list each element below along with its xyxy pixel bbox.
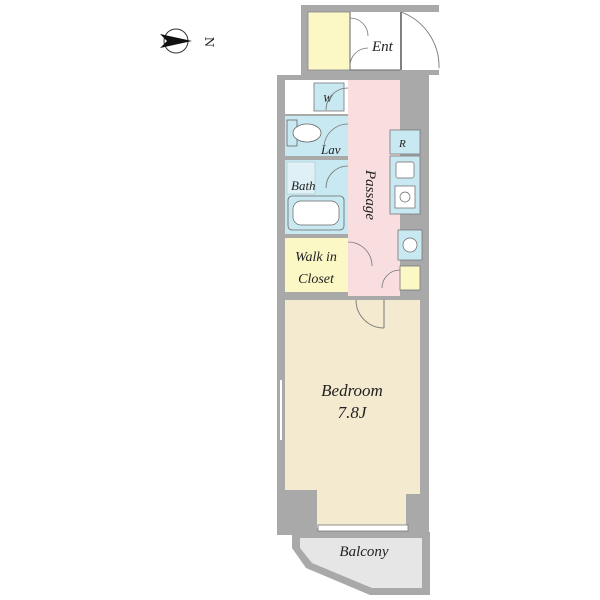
bedroom-alcove-right: [406, 494, 420, 528]
label-closet-line1: Walk in: [295, 250, 337, 265]
label-entrance: Ent: [371, 39, 394, 55]
balcony-area: Balcony: [292, 532, 430, 595]
washer-door-swing: [325, 87, 349, 111]
label-refrigerator: R: [398, 138, 406, 150]
bath-area: Bath: [285, 160, 349, 234]
lavatory-area: Lav: [285, 116, 349, 157]
burner-icon: [399, 191, 411, 203]
entrance-door-gap: [400, 12, 439, 70]
bedroom-door-swing: [355, 299, 385, 329]
kitchen-area: R: [381, 129, 423, 291]
compass-label: N: [202, 37, 216, 48]
bath-door-swing: [325, 165, 349, 189]
bedroom-area: Bedroom 7.8J: [280, 299, 420, 532]
cabinet-door-swing-2: [349, 47, 369, 67]
closet-door-swing: [347, 241, 373, 267]
label-bedroom-size: 7.8J: [338, 403, 368, 422]
entrance-door-swing: [400, 11, 440, 69]
basin-icon: [402, 237, 418, 253]
lavatory-door-swing: [323, 123, 349, 149]
storage-door-swing: [381, 269, 401, 289]
label-balcony: Balcony: [339, 544, 388, 560]
label-closet-line2: Closet: [298, 272, 335, 287]
label-lavatory: Lav: [320, 142, 341, 157]
kitchen-sink-icon: [395, 161, 415, 179]
washer-area: W: [285, 80, 349, 114]
bath-tile-area: [286, 161, 316, 195]
label-washer: W: [323, 93, 333, 105]
storage-cabinet: [399, 265, 421, 291]
balcony-floor: [300, 538, 422, 588]
cabinet-door-swing: [349, 17, 369, 37]
label-passage: Passage: [362, 169, 378, 220]
closet-floor: [285, 238, 348, 292]
label-bath: Bath: [291, 178, 316, 193]
refrigerator: [389, 129, 421, 155]
washer-pan: [313, 82, 345, 112]
toilet-icon: [292, 123, 322, 143]
closet-area: Walk in Closet: [285, 238, 373, 292]
compass-arrow-icon: [160, 34, 192, 48]
bathtub-inner: [292, 200, 340, 226]
balcony-window: [317, 524, 409, 532]
shoe-cabinet: [307, 11, 351, 71]
bedroom-alcove: [285, 490, 317, 528]
stove-icon: [394, 185, 416, 209]
compass: N: [160, 28, 216, 54]
entrance-area: Ent: [301, 5, 440, 75]
label-bedroom: Bedroom: [321, 381, 383, 400]
